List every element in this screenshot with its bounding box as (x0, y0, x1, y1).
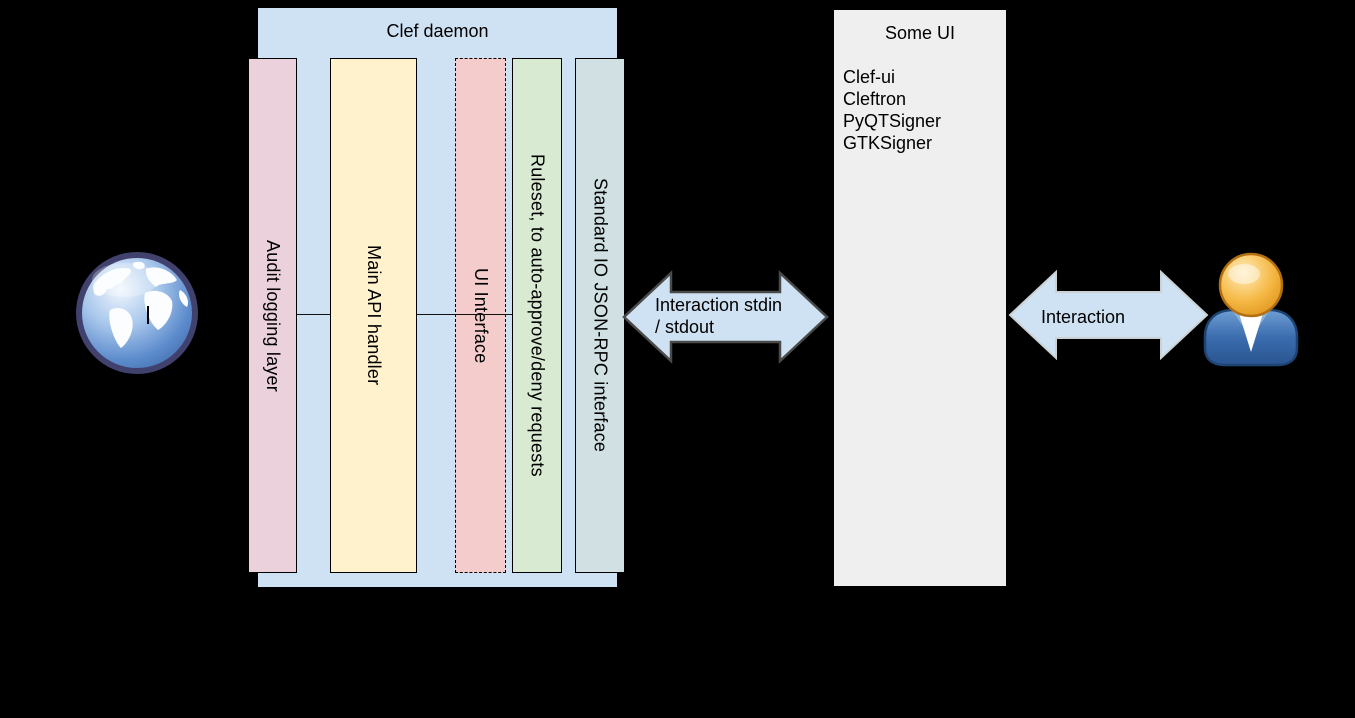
some-ui-list: Clef-ui Cleftron PyQTSigner GTKSigner (834, 66, 1006, 154)
text-cursor-mark (147, 306, 149, 324)
clef-daemon-title: Clef daemon (386, 21, 489, 41)
globe-icon (76, 252, 198, 374)
bar-stdio-jsonrpc-label: Standard IO JSON-RPC interface (590, 178, 611, 453)
bar-stdio-jsonrpc: Standard IO JSON-RPC interface (575, 58, 625, 573)
some-ui-item-gtksigner: GTKSigner (843, 133, 933, 153)
bar-ui-interface-label: UI Interface (471, 267, 491, 364)
bar-audit-logging-layer: Audit logging layer (248, 58, 297, 573)
interaction-arrow (1008, 270, 1209, 361)
interaction-arrow-label: Interaction (1041, 306, 1125, 328)
connector-api-to-ruleset (417, 314, 512, 315)
stdin-stdout-arrow-label-line2: / stdout (655, 317, 715, 337)
some-ui-item-clef-ui: Clef-ui (843, 67, 896, 87)
user-icon (1203, 252, 1299, 367)
some-ui-title: Some UI (884, 23, 956, 43)
stdin-stdout-arrow (622, 270, 829, 364)
some-ui-box: Some UI Clef-ui Cleftron PyQTSigner GTKS… (833, 9, 1007, 587)
stdin-stdout-arrow-label-line1: Interaction stdin (655, 295, 783, 315)
clef-daemon-container: Clef daemon (257, 7, 618, 588)
some-ui-item-pyqtsigner: PyQTSigner (843, 111, 942, 131)
bar-audit-logging-layer-label: Audit logging layer (263, 239, 283, 392)
bar-ruleset: Ruleset, to auto-approve/deny requests (512, 58, 562, 573)
bar-ruleset-label: Ruleset, to auto-approve/deny requests (527, 154, 548, 477)
stdin-stdout-arrow-label: Interaction stdin / stdout (655, 294, 782, 338)
bar-ui-interface: UI Interface (455, 58, 506, 573)
bar-main-api-handler: Main API handler (330, 58, 417, 573)
bar-main-api-handler-label: Main API handler (364, 245, 384, 386)
interaction-arrow-label-text: Interaction (1041, 307, 1126, 327)
connector-audit-to-api (297, 314, 330, 315)
some-ui-item-cleftron: Cleftron (843, 89, 907, 109)
